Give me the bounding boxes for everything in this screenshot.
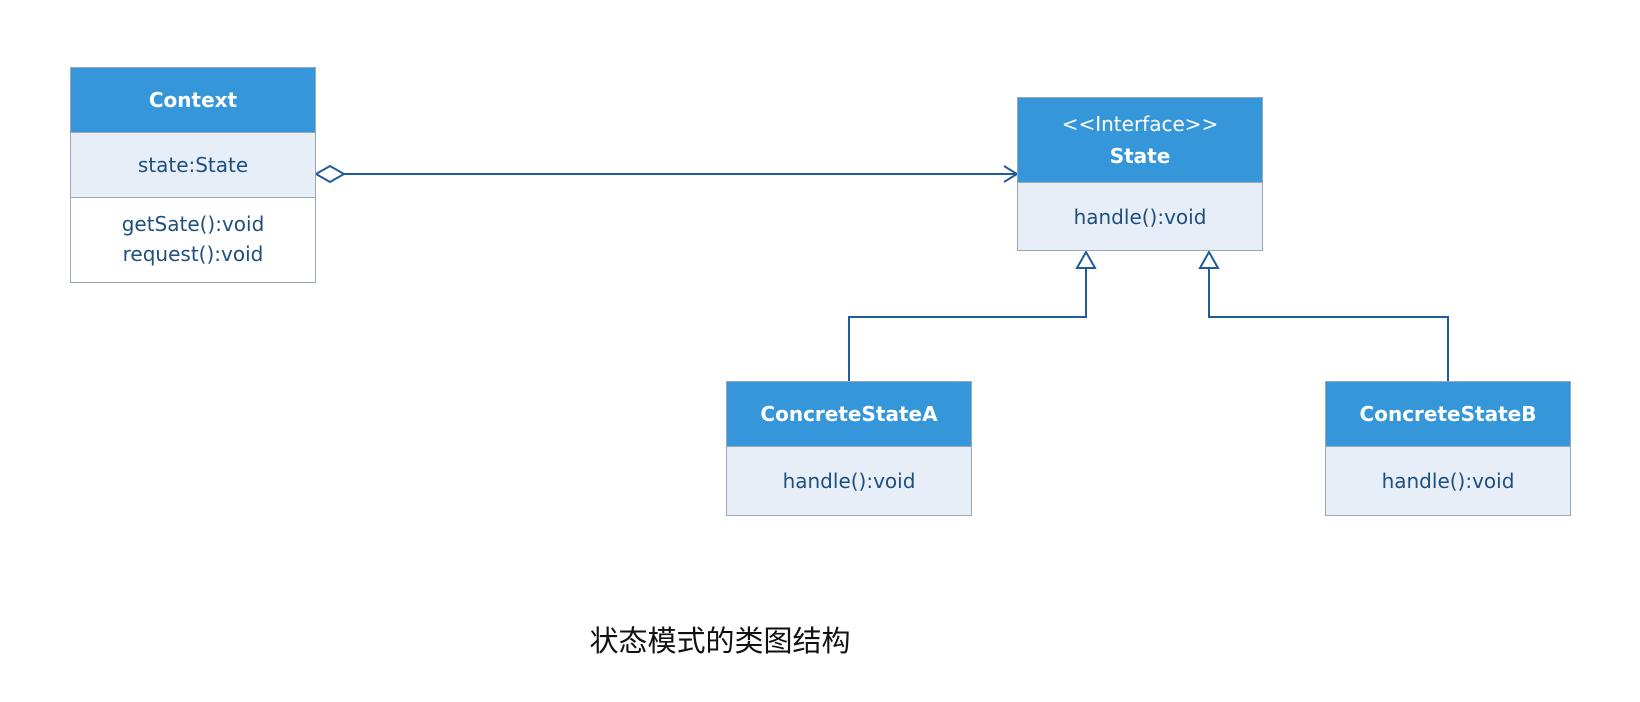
class-state-operations: handle():void [1018,182,1262,250]
realization-line-b [1208,268,1449,381]
class-concrete-state-a: ConcreteStateA handle():void [726,381,972,516]
class-concrete-state-b-name: ConcreteStateB [1359,402,1537,426]
class-state: <<Interface>> State handle():void [1017,97,1263,251]
class-concrete-state-b-operations: handle():void [1326,446,1570,515]
class-context-attribute: state:State [137,153,249,177]
class-context-header: Context [71,68,315,132]
class-state-header: <<Interface>> State [1018,98,1262,182]
class-context: Context state:State getSate():void reque… [70,67,316,283]
diagram-caption: 状态模式的类图结构 [589,624,851,658]
class-context-operation: request():void [122,242,264,266]
class-state-operation: handle():void [1073,204,1207,229]
class-context-name: Context [148,88,238,112]
class-state-stereotype: <<Interface>> [1061,112,1219,136]
class-concrete-state-b: ConcreteStateB handle():void [1325,381,1571,516]
class-concrete-state-a-header: ConcreteStateA [727,382,971,446]
realization-triangle-b [1198,249,1220,269]
class-concrete-state-a-operations: handle():void [727,446,971,515]
class-concrete-state-a-name: ConcreteStateA [760,402,938,426]
class-context-attributes: state:State [71,132,315,197]
realization-triangle-a [1075,249,1097,269]
class-state-name: State [1109,144,1171,168]
class-concrete-state-a-operation: handle():void [782,469,916,493]
realization-line-a [848,268,1087,381]
class-context-operation: getSate():void [121,212,265,236]
class-context-operations: getSate():void request():void [71,197,315,280]
class-concrete-state-b-operation: handle():void [1381,469,1515,493]
aggregation-diamond [313,164,347,184]
class-concrete-state-b-header: ConcreteStateB [1326,382,1570,446]
